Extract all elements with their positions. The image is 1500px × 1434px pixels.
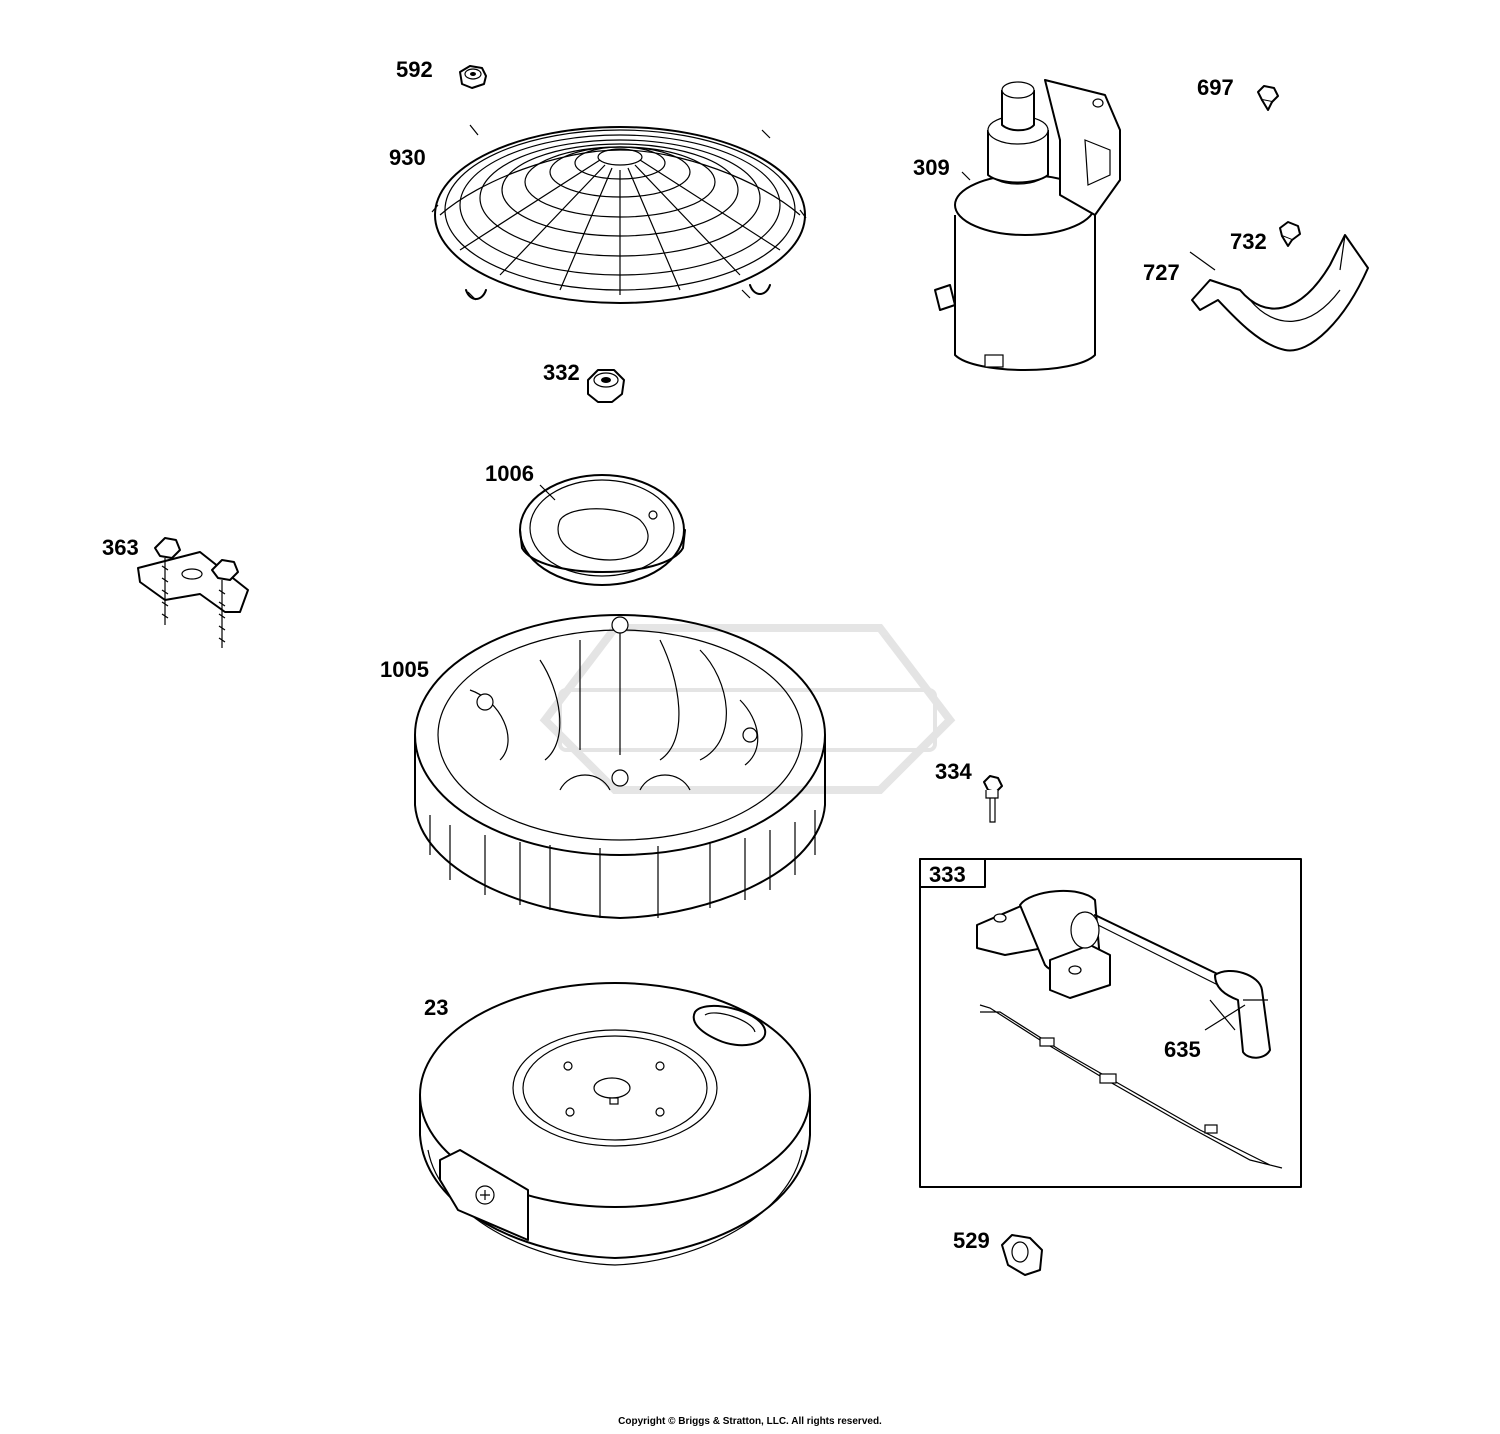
copyright-notice: Copyright © Briggs & Stratton, LLC. All … bbox=[618, 1416, 882, 1427]
label-332: 332 bbox=[543, 360, 580, 385]
label-334: 334 bbox=[935, 759, 972, 784]
label-23: 23 bbox=[424, 995, 448, 1020]
label-1005: 1005 bbox=[380, 657, 429, 682]
part-732-screw[interactable] bbox=[1279, 221, 1301, 247]
part-930-fan-screen[interactable] bbox=[431, 124, 807, 304]
label-333: 333 bbox=[929, 862, 966, 887]
label-635: 635 bbox=[1164, 1037, 1201, 1062]
part-23-flywheel[interactable] bbox=[419, 982, 811, 1266]
part-697-screw[interactable] bbox=[1257, 85, 1279, 111]
label-529: 529 bbox=[953, 1228, 990, 1253]
leader-635 bbox=[1204, 1004, 1246, 1031]
part-592-nut[interactable] bbox=[459, 65, 487, 89]
part-309-starter-motor[interactable] bbox=[934, 79, 1121, 371]
part-334-bolt[interactable] bbox=[983, 775, 1003, 823]
label-732: 732 bbox=[1230, 229, 1267, 254]
label-592: 592 bbox=[396, 57, 433, 82]
part-333-ignition-armature-group[interactable] bbox=[919, 858, 1302, 1188]
part-1006-ring[interactable] bbox=[519, 474, 686, 586]
part-1005-flywheel-fan[interactable] bbox=[414, 614, 826, 919]
label-309: 309 bbox=[913, 155, 950, 180]
part-363-armature-bracket[interactable] bbox=[137, 537, 249, 648]
part-727-bracket[interactable] bbox=[1191, 234, 1369, 352]
part-529-key[interactable] bbox=[1001, 1234, 1043, 1276]
label-1006: 1006 bbox=[485, 461, 534, 486]
part-333-ignition-armature[interactable] bbox=[976, 889, 1283, 1169]
label-727: 727 bbox=[1143, 260, 1180, 285]
leader-1006 bbox=[539, 484, 556, 501]
leader-309 bbox=[961, 171, 971, 181]
part-332-nut[interactable] bbox=[587, 369, 625, 403]
leader-727 bbox=[1189, 251, 1216, 271]
label-363: 363 bbox=[102, 535, 139, 560]
label-697: 697 bbox=[1197, 75, 1234, 100]
label-930: 930 bbox=[389, 145, 426, 170]
